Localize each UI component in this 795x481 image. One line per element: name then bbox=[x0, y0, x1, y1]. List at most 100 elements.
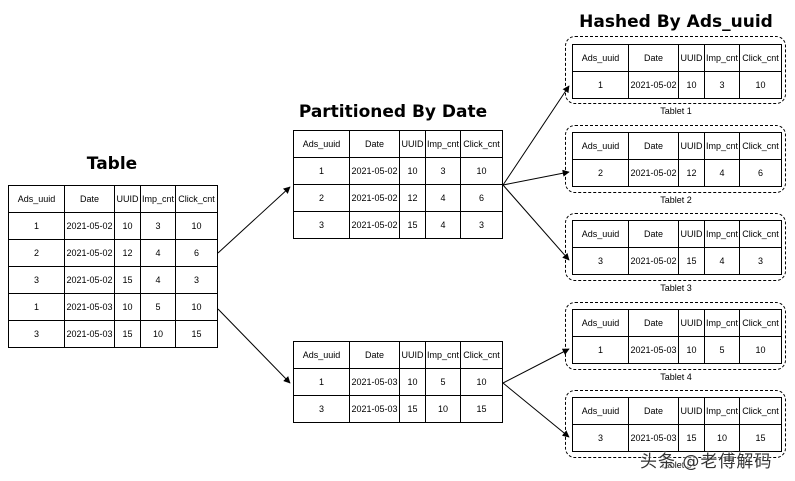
column-header: Click_cnt bbox=[739, 220, 782, 248]
hashed-title: Hashed By Ads_uuid bbox=[579, 12, 773, 32]
table-cell: 6 bbox=[460, 184, 503, 212]
table-cell: 3 bbox=[739, 247, 782, 275]
column-header: Click_cnt bbox=[739, 309, 782, 337]
table-cell: 15 bbox=[739, 424, 782, 452]
column-header: Date bbox=[628, 44, 679, 72]
table-cell: 3 bbox=[140, 212, 176, 240]
table-cell: 3 bbox=[460, 211, 503, 239]
arrow-partition-1-to-tablet-3 bbox=[502, 184, 570, 261]
table-cell: 12 bbox=[399, 184, 426, 212]
table-cell: 3 bbox=[8, 266, 65, 294]
table-cell: 10 bbox=[399, 368, 426, 396]
table-cell: 4 bbox=[425, 211, 461, 239]
table-cell: 12 bbox=[114, 239, 141, 267]
table-title: Table bbox=[86, 154, 138, 174]
column-header: Imp_cnt bbox=[704, 397, 740, 425]
table-cell: 2021-05-03 bbox=[64, 293, 115, 321]
arrow-partition-2-to-tablet-4 bbox=[502, 348, 570, 384]
table-cell: 2021-05-02 bbox=[628, 71, 679, 99]
table-cell: 2021-05-03 bbox=[628, 424, 679, 452]
arrow-partition-2-to-tablet-5 bbox=[502, 382, 570, 438]
table-cell: 10 bbox=[739, 336, 782, 364]
tablet-1-label: Tablet 1 bbox=[660, 106, 692, 116]
table-cell: 15 bbox=[399, 211, 426, 239]
column-header: Click_cnt bbox=[739, 44, 782, 72]
tablet-4-label: Tablet 4 bbox=[660, 372, 692, 382]
table-cell: 2 bbox=[572, 159, 629, 187]
table-cell: 1 bbox=[572, 336, 629, 364]
table-cell: 10 bbox=[460, 368, 503, 396]
table-cell: 10 bbox=[739, 71, 782, 99]
table-cell: 15 bbox=[175, 320, 218, 348]
table-cell: 2021-05-03 bbox=[349, 395, 400, 423]
tablet-4-box bbox=[565, 302, 786, 370]
table-cell: 2021-05-02 bbox=[349, 211, 400, 239]
arrow-table-to-partition-2 bbox=[217, 308, 291, 384]
table-cell: 1 bbox=[293, 368, 350, 396]
table-cell: 10 bbox=[399, 157, 426, 185]
table-cell: 5 bbox=[425, 368, 461, 396]
arrow-table-to-partition-1 bbox=[217, 186, 291, 254]
column-header: UUID bbox=[399, 341, 426, 369]
column-header: UUID bbox=[678, 397, 705, 425]
table-cell: 10 bbox=[678, 71, 705, 99]
table-cell: 10 bbox=[175, 293, 218, 321]
table-cell: 3 bbox=[293, 395, 350, 423]
column-header: Date bbox=[349, 130, 400, 158]
table-cell: 15 bbox=[399, 395, 426, 423]
column-header: Click_cnt bbox=[739, 132, 782, 160]
table-cell: 2021-05-02 bbox=[349, 157, 400, 185]
table-cell: 10 bbox=[140, 320, 176, 348]
table-cell: 4 bbox=[704, 159, 740, 187]
tablet-1-box bbox=[565, 36, 786, 104]
table-cell: 2021-05-02 bbox=[64, 239, 115, 267]
partitioned-title: Partitioned By Date bbox=[298, 102, 488, 122]
column-header: Click_cnt bbox=[460, 341, 503, 369]
column-header: Ads_uuid bbox=[572, 397, 629, 425]
table-cell: 12 bbox=[678, 159, 705, 187]
table-cell: 10 bbox=[114, 212, 141, 240]
tablet-3-label: Tablet 3 bbox=[660, 283, 692, 293]
tablet-2-label: Tablet 2 bbox=[660, 195, 692, 205]
arrow-partition-1-to-tablet-1 bbox=[502, 85, 570, 186]
column-header: Imp_cnt bbox=[704, 44, 740, 72]
table-cell: 4 bbox=[704, 247, 740, 275]
column-header: Imp_cnt bbox=[704, 132, 740, 160]
table-cell: 3 bbox=[175, 266, 218, 294]
table-cell: 6 bbox=[739, 159, 782, 187]
column-header: Imp_cnt bbox=[704, 309, 740, 337]
table-cell: 3 bbox=[8, 320, 65, 348]
table-cell: 15 bbox=[678, 247, 705, 275]
watermark: 头条 @老傅解码 bbox=[640, 452, 773, 472]
table-cell: 10 bbox=[460, 157, 503, 185]
column-header: Imp_cnt bbox=[140, 185, 176, 213]
arrow-partition-1-to-tablet-2 bbox=[502, 169, 570, 186]
table-cell: 4 bbox=[425, 184, 461, 212]
